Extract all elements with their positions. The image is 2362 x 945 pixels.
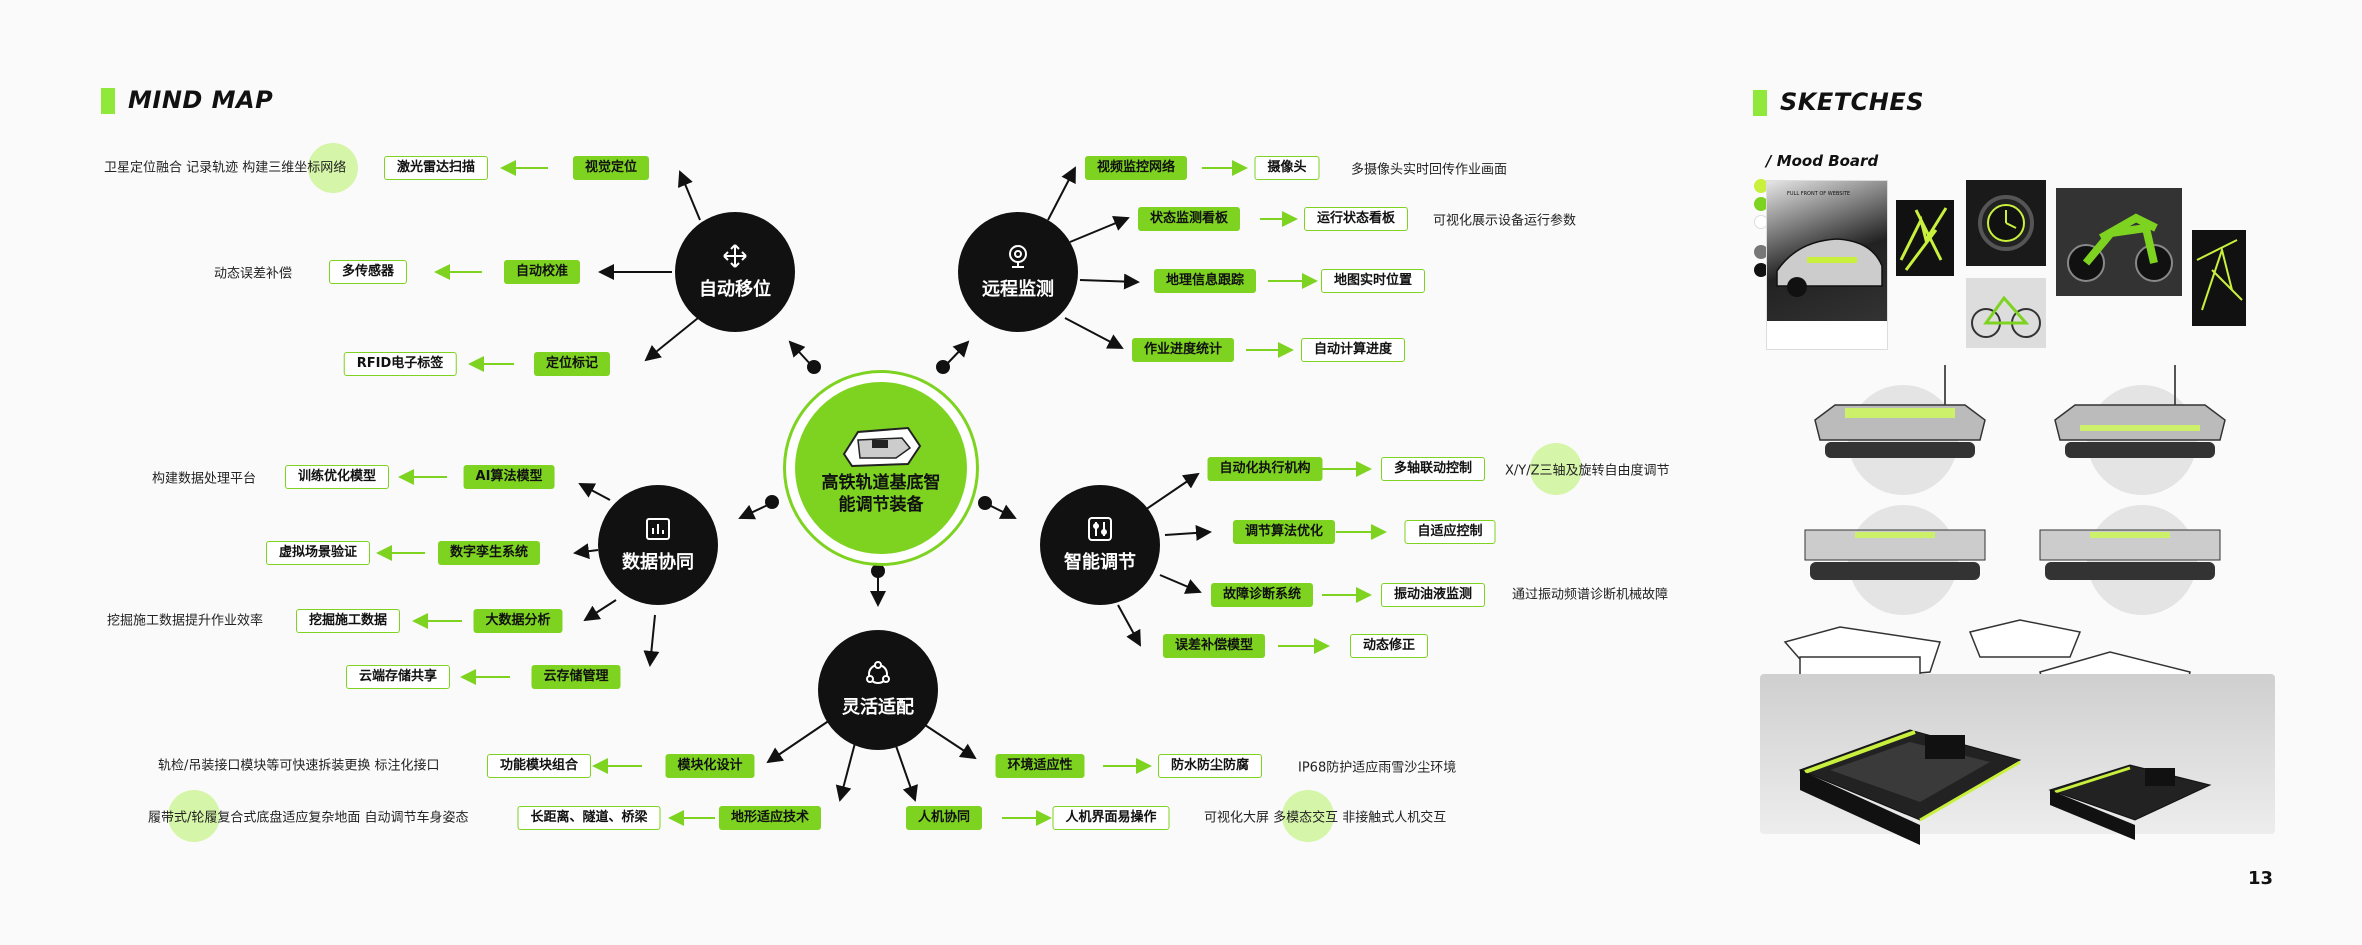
note-vibration: 通过振动频谱诊断机械故障	[1512, 587, 1669, 603]
tag-auto-calibrate: 自动校准	[503, 260, 581, 284]
bar-chart-icon	[646, 518, 670, 540]
swatch	[1754, 197, 1768, 211]
tag-progress: 作业进度统计	[1131, 338, 1235, 362]
tag-camera: 摄像头	[1254, 156, 1320, 180]
tag-rfid: RFID电子标签	[343, 352, 457, 376]
tag-auto-progress: 自动计算进度	[1300, 338, 1406, 362]
swatch	[1754, 263, 1768, 277]
poster-caption: FULL FRONT OF WEBSITE	[1787, 191, 1851, 197]
hub-data-sync: 数据协同	[598, 485, 718, 605]
tag-run-board: 运行状态看板	[1303, 207, 1409, 231]
note-run-board: 可视化展示设备运行参数	[1433, 213, 1577, 229]
tag-error-comp: 误差补偿模型	[1162, 634, 1266, 658]
mindmap-connectors	[376, 160, 1387, 826]
control-panel-icon	[1088, 517, 1112, 541]
render-front-view	[1814, 365, 1986, 458]
tag-vibration: 振动油液监测	[1380, 583, 1486, 607]
page-number: 13	[2248, 868, 2274, 889]
note-func-combo: 轨检/吊装接口模块等可快速拆装更换 标注化接口	[158, 758, 440, 774]
mood-image-neon-texture	[2192, 230, 2246, 326]
tag-fault-diag: 故障诊断系统	[1210, 583, 1314, 607]
render-3d-main	[1798, 729, 2212, 845]
hub-flex-adapt: 灵活适配	[818, 630, 938, 750]
tag-ai-model: AI算法模型	[463, 465, 555, 489]
tag-status-board: 状态监测看板	[1137, 207, 1241, 231]
tag-algo-optimize: 调节算法优化	[1232, 520, 1336, 544]
mood-image-bicycle	[1966, 278, 2046, 348]
hub-auto-shift: 自动移位	[675, 212, 795, 332]
tag-multi-sensor: 多传感器	[328, 260, 408, 284]
move-arrows-icon	[723, 244, 747, 268]
sketches-title: SKETCHES	[1780, 88, 1925, 116]
tag-terrain: 地形适应技术	[718, 806, 822, 830]
note-hmi: 可视化大屏 多模态交互 非接触式人机交互	[1204, 810, 1447, 826]
center-label-line2: 能调节装备	[838, 495, 924, 515]
track-device-icon	[842, 426, 922, 468]
tag-hmi: 人机协同	[905, 806, 983, 830]
swatch	[1754, 245, 1768, 259]
tag-long-distance: 长距离、隧道、桥梁	[517, 806, 661, 830]
tag-adaptive-control: 自适应控制	[1404, 520, 1496, 544]
highlight-blob	[1530, 443, 1582, 495]
hub-smart-adjust: 智能调节	[1040, 485, 1160, 605]
mindmap-title: MIND MAP	[128, 86, 274, 114]
tag-visual-locate: 视觉定位	[572, 156, 650, 180]
tag-train-model: 训练优化模型	[284, 465, 390, 489]
note-camera: 多摄像头实时回传作业画面	[1351, 162, 1508, 178]
webcam-icon	[1009, 245, 1027, 268]
tag-geo-track: 地理信息跟踪	[1153, 269, 1257, 293]
center-label-line1: 高铁轨道基底智	[821, 473, 941, 493]
center-node: 高铁轨道基底智 能调节装备	[795, 382, 967, 554]
note-multi-sensor: 动态误差补偿	[214, 266, 293, 282]
highlight-blob	[308, 143, 358, 193]
tag-digital-twin: 数字孪生系统	[437, 541, 541, 565]
tag-cloud-storage: 云存储管理	[531, 665, 621, 689]
mood-board-label: / Mood Board	[1766, 152, 1879, 170]
render-side-view-1	[1804, 529, 1986, 580]
highlight-blob	[168, 790, 220, 842]
tag-laser-radar: 激光雷达扫描	[383, 156, 489, 180]
render-back-view	[2054, 365, 2226, 458]
hub-remote-monitor: 远程监测	[958, 212, 1078, 332]
tag-multi-axis: 多轴联动控制	[1380, 457, 1486, 481]
tag-video-net: 视频监控网络	[1084, 156, 1188, 180]
tag-virtual-scene: 虚拟场景验证	[265, 541, 371, 565]
tag-locate-mark: 定位标记	[533, 352, 611, 376]
mindmap-title-bar	[101, 88, 115, 114]
tag-func-combo: 功能模块组合	[486, 754, 592, 778]
tag-dynamic-fix: 动态修正	[1349, 634, 1429, 658]
mood-image-car-poster: FULL FRONT OF WEBSITE	[1766, 180, 1888, 350]
tag-auto-exec: 自动化执行机构	[1207, 457, 1323, 481]
note-waterproof: IP68防护适应雨雪沙尘环境	[1298, 760, 1457, 776]
tag-waterproof: 防水防尘防腐	[1157, 754, 1263, 778]
tag-bigdata: 大数据分析	[473, 609, 563, 633]
tag-map-position: 地图实时位置	[1320, 269, 1426, 293]
sketches-title-bar	[1753, 90, 1767, 116]
tag-env-adapt: 环境适应性	[995, 754, 1085, 778]
highlight-blob	[1282, 790, 1334, 842]
mood-image-green-texture	[1896, 200, 1954, 276]
note-multi-axis: X/Y/Z三轴及旋转自由度调节	[1505, 463, 1670, 479]
note-mining-data: 挖掘施工数据提升作业效率	[107, 613, 264, 629]
tag-cloud-share: 云端存储共享	[345, 665, 451, 689]
render-side-view-2	[2039, 529, 2221, 580]
mood-image-motorbike	[2056, 188, 2182, 296]
tag-mining-data: 挖掘施工数据	[295, 609, 401, 633]
mood-image-watch	[1966, 180, 2046, 266]
note-laser-radar: 卫星定位融合 记录轨迹 构建三维坐标网络	[104, 160, 347, 176]
note-terrain: 履带式/轮履复合式底盘适应复杂地面 自动调节车身姿态	[148, 810, 469, 826]
swatch	[1754, 179, 1768, 193]
network-nodes-icon	[866, 661, 890, 684]
tag-modular: 模块化设计	[665, 754, 755, 778]
note-train-model: 构建数据处理平台	[152, 471, 257, 487]
tag-hmi-operate: 人机界面易操作	[1052, 806, 1170, 830]
